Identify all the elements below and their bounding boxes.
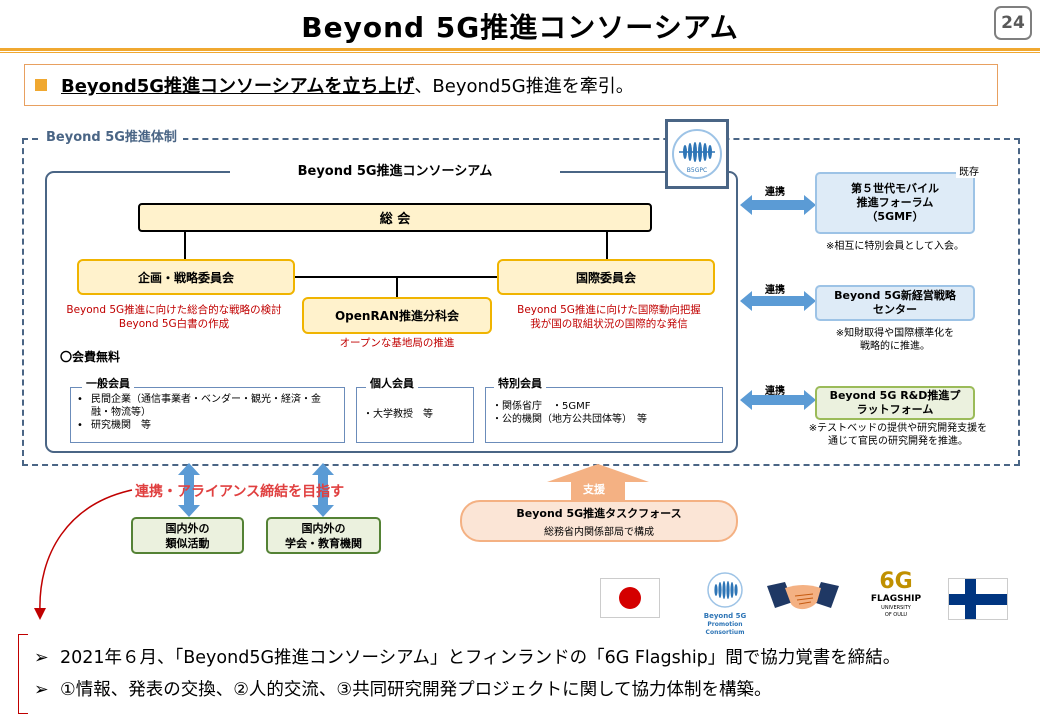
support-label: 支援 [583,483,605,496]
special-members-box: ・関係省庁 ・5GMF ・公的機関（地方公共団体等） 等 [485,387,723,443]
bottom-note-item: ➢2021年６月、「Beyond5G推進コンソーシアム」とフィンランドの「6G … [34,648,901,668]
double-arrow-icon [740,195,816,215]
connector-line [396,277,398,299]
individual-members-box: ・大学教授 等 [356,387,474,443]
alliance-target-academia: 国内外の学会・教育機関 [266,517,381,554]
summary-box: Beyond5G推進コンソーシアムを立ち上げ 、Beyond5G推進を牽引。 [24,64,998,106]
finland-flag-icon [948,578,1008,620]
openran-desc: オープンな基地局の推進 [339,337,455,349]
alliance-heading: 連携・アライアンス締結を目指す [135,484,345,500]
partner-strategy-center-box: Beyond 5G新経営戦略 センター [815,285,975,321]
existing-tag: 既存 [956,163,982,178]
page-title: Beyond 5G推進コンソーシアム [301,11,739,44]
arrow-bullet-icon: ➢ [34,648,49,668]
alliance-target-similar: 国内外の類似活動 [131,517,244,554]
up-arrow-icon [547,464,649,502]
individual-members-label: 個人会員 [366,375,418,391]
japan-flag-icon [600,578,660,618]
double-vertical-arrow-icon [312,463,334,517]
arrow-bullet-icon: ➢ [34,680,49,700]
partner-5gmf-note: ※相互に特別会員として入会。 [825,241,965,252]
header-rule-thin [0,52,1040,53]
support-arrow [547,464,649,502]
summary-emphasis: Beyond5G推進コンソーシアムを立ち上げ [61,76,415,97]
partner-arrows [740,195,816,410]
6g-flagship-logo: 6G FLAGSHIP UNIVERSITY OF OULU [870,569,922,619]
bottom-notes: ➢2021年６月、「Beyond5G推進コンソーシアム」とフィンランドの「6G … [18,634,1032,714]
bottom-note-item: ➢①情報、発表の交換、②人的交流、③共同研究開発プロジェクトに関して協力体制を構… [34,680,772,700]
summary-rest: 、Beyond5G推進を牽引。 [414,76,634,97]
header-rule [0,48,1040,51]
double-arrow-icon [740,291,816,311]
special-members-label: 特別会員 [494,375,546,391]
pointer-arrow [34,489,133,620]
double-vertical-arrow-icon [178,463,200,517]
planning-committee-box: 企画・戦略委員会 [77,259,295,295]
arrow-head-icon [34,608,46,620]
alliance-arrows [178,463,334,517]
task-force-name: Beyond 5G推進タスクフォース [516,506,682,520]
bottom-bracket [18,634,28,714]
consortium-logo-icon: B5GPC [672,129,722,179]
consortium-label: Beyond 5G推進コンソーシアム [230,160,560,179]
partner-link-label: 連携 [765,386,785,397]
planning-committee-desc: Beyond 5G推進に向けた総合的な戦略の検討 Beyond 5G白書の作成 [66,304,282,330]
openran-subcommittee-box: OpenRAN推進分科会 [302,297,492,334]
special-members-item: ・関係省庁 ・5GMF [492,401,591,412]
partner-rd-platform-note: ※テストベッドの提供や研究開発支援を 通じて官民の研究開発を推進。 [808,423,988,447]
consortium-logo: Beyond 5G Promotion Consortium [690,570,760,636]
task-force-box: Beyond 5G推進タスクフォース 総務省内関係部局で構成 [460,500,738,542]
partner-rd-platform-box: Beyond 5G R&D推進プ ラットフォーム [815,386,975,420]
partner-strategy-center-note: ※知財取得や国際標準化を 戦略的に推進。 [835,328,955,352]
general-assembly-box: 総 会 [138,203,652,232]
consortium-logo-box: B5GPC [665,119,729,189]
international-committee-desc: Beyond 5G推進に向けた国際動向把握 我が国の取組状況の国際的な発信 [517,304,701,330]
partner-link-label: 連携 [765,187,785,198]
international-committee-box: 国際委員会 [497,259,715,295]
general-members-label: 一般会員 [82,375,134,391]
promotion-structure-label: Beyond 5G推進体制 [40,126,183,145]
bullet-square-icon [35,79,47,91]
general-members-item: 研究機関 等 [91,420,151,431]
connector-line [606,232,608,260]
partner-5gmf-box: 第５世代モバイル 推進フォーラム （5GMF） [815,172,975,234]
partner-link-label: 連携 [765,285,785,296]
promotion-structure-frame [22,138,1020,466]
handshake-icon [767,582,839,610]
individual-members-item: ・大学教授 等 [363,409,433,420]
connector-line [184,232,186,260]
task-force-desc: 総務省内関係部局で構成 [544,526,654,538]
double-arrow-icon [740,390,816,410]
consortium-logo-text: B5GPC [687,167,707,174]
page-number: 24 [994,6,1032,40]
consortium-logo-mark-icon [707,572,743,608]
special-members-item: ・公的機関（地方公共団体等） 等 [492,414,647,425]
membership-title: 〇会費無料 [60,350,121,364]
general-members-item: 民間企業（通信事業者・ベンダー・観光・経済・金融・物流等） [91,394,321,418]
general-members-box: •民間企業（通信事業者・ベンダー・観光・経済・金融・物流等） •研究機関 等 [70,387,345,443]
